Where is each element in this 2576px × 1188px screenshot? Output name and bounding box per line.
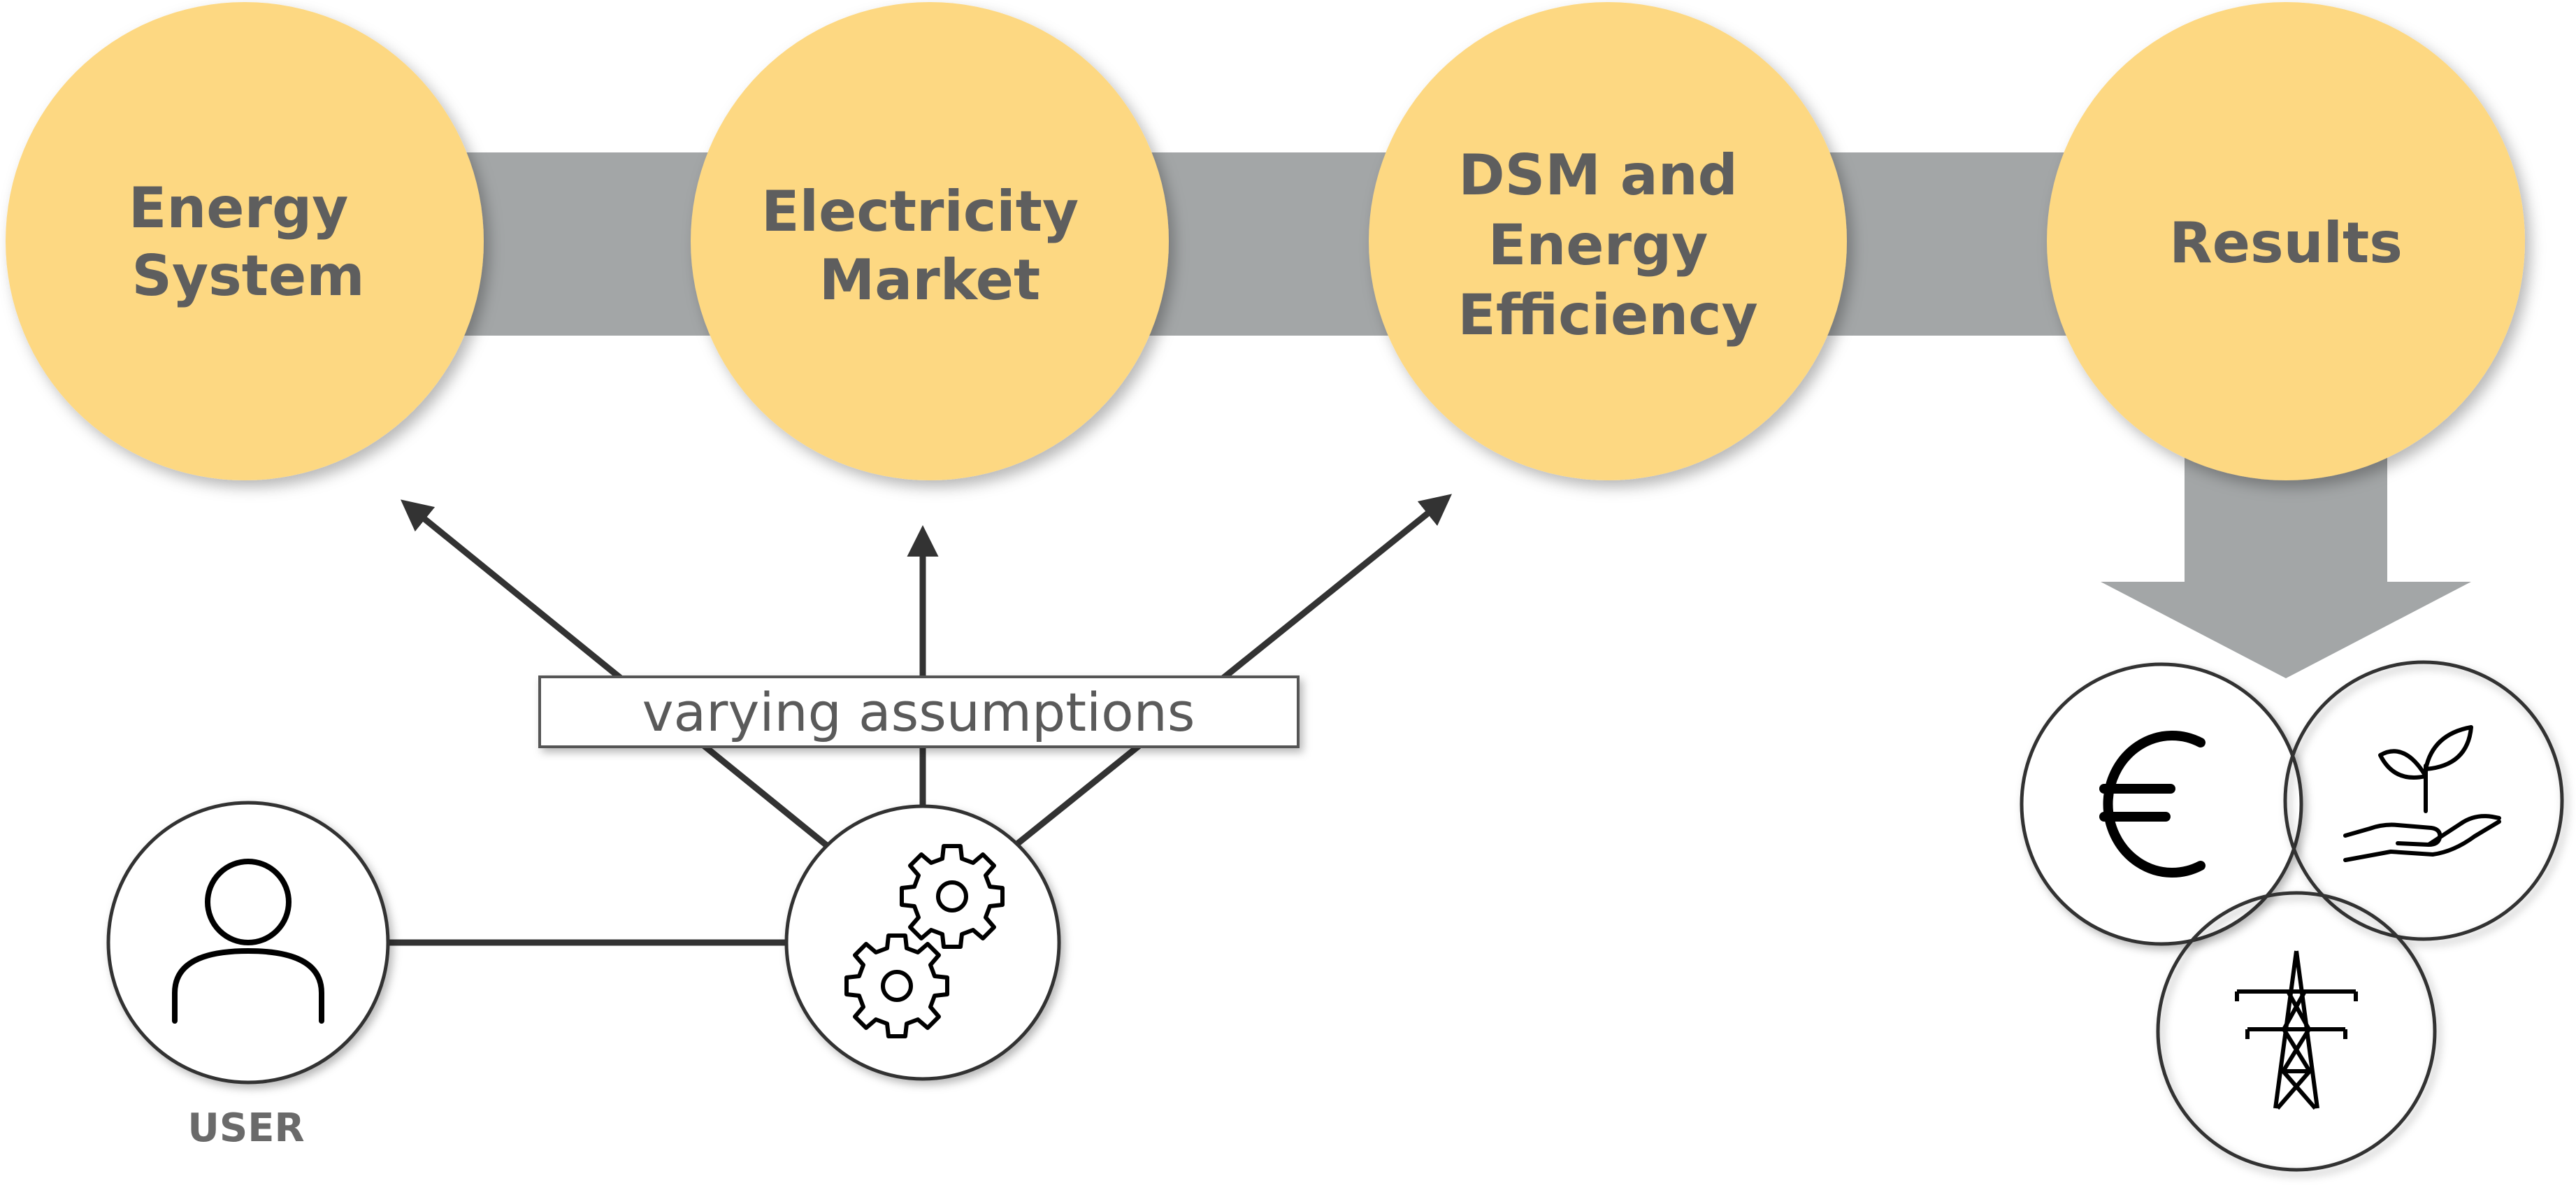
power-pylon-icon: [2235, 950, 2358, 1110]
stage-label-line: Energy: [1488, 213, 1708, 278]
arrow-to-dsm: [1008, 494, 1453, 852]
cost-node: [2020, 662, 2303, 946]
user-icon: [172, 859, 324, 1024]
assumptions-label: varying assumptions: [642, 681, 1195, 743]
grid-node: [2156, 891, 2437, 1172]
gears-icon: [844, 844, 1005, 1038]
euro-icon: [2099, 731, 2206, 878]
assumptions-box: varying assumptions: [538, 675, 1300, 748]
stage-energy-system: Energy System: [6, 2, 484, 480]
stage-label-line: Energy: [129, 176, 349, 241]
stage-dsm-energy-efficiency: DSM and Energy Efficiency: [1369, 2, 1847, 480]
user-node: [106, 801, 390, 1085]
environment-node: [2283, 660, 2564, 941]
plant-in-hand-icon: [2343, 725, 2501, 862]
stage-label-line: Results: [2169, 210, 2403, 275]
svg-text:Results: Results: [2169, 210, 2403, 275]
svg-text:Energy System: Energy System: [129, 176, 368, 308]
stage-results: Results: [2047, 2, 2525, 480]
stage-label-line: DSM and: [1458, 143, 1738, 208]
assumption-arrows: [401, 494, 1453, 852]
svg-text:DSM and Energy Eff: DSM and Energy Efficiency: [1458, 143, 1758, 348]
stage-label-line: System: [131, 243, 364, 308]
results-down-arrow: [2101, 448, 2471, 678]
stage-label-line: Market: [819, 248, 1041, 313]
user-label: USER: [187, 1105, 304, 1151]
stage-label-line: Electricity: [761, 179, 1079, 244]
stage-label-line: Efficiency: [1458, 282, 1758, 348]
svg-text:Electricity Market: Electricity Market: [761, 179, 1098, 313]
settings-node: [784, 804, 1061, 1081]
stage-electricity-market: Electricity Market: [691, 2, 1169, 480]
